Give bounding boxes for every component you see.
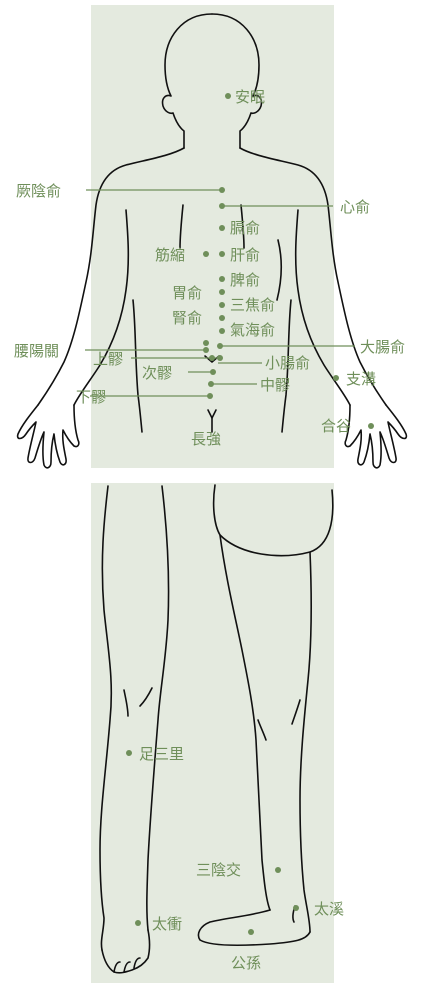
point-dot-ciliao	[210, 369, 216, 375]
label-zusanli: 足三里	[139, 745, 184, 763]
point-dot-taixi	[293, 905, 299, 911]
point-dot-jueyinshu	[219, 187, 225, 193]
label-changqiang: 長強	[191, 430, 221, 448]
point-dot-sanjiaoshu	[219, 302, 225, 308]
label-anmian: 安眠	[235, 88, 265, 106]
point-dot-weishu	[219, 289, 225, 295]
label-weishu: 胃俞	[172, 284, 202, 302]
label-qihaishu: 氣海俞	[230, 321, 275, 339]
point-dot-zhiguo	[333, 375, 339, 381]
point-dot-hegu	[368, 423, 374, 429]
point-dot-zhongliao	[208, 381, 214, 387]
label-zhongliao: 中髎	[260, 376, 290, 394]
label-hegu: 合谷	[321, 417, 351, 435]
label-xinshu: 心俞	[340, 198, 370, 216]
point-dot-dachangshu	[217, 343, 223, 349]
point-dot-yaoyangguan	[203, 347, 209, 353]
label-shangliao: 上髎	[93, 350, 123, 368]
label-yaoyangguan: 腰陽關	[14, 342, 59, 360]
point-dot-qihaishu	[219, 328, 225, 334]
label-shenshu: 腎俞	[172, 309, 202, 327]
point-dot-xialiao	[207, 393, 213, 399]
label-jinsuo: 筋縮	[155, 246, 185, 264]
label-pishu: 脾俞	[230, 271, 260, 289]
label-ganshu: 肝俞	[230, 246, 260, 264]
label-geshu: 膈俞	[230, 219, 260, 237]
label-sanyinjiao: 三陰交	[196, 861, 241, 879]
label-taichong: 太衝	[152, 915, 182, 933]
label-taixi: 太溪	[314, 900, 344, 918]
point-dot-gongsun	[248, 929, 254, 935]
point-dot-anmian	[225, 93, 231, 99]
label-dachangshu: 大腸俞	[360, 338, 405, 356]
label-xialiao: 下髎	[76, 388, 106, 406]
point-dot-shangliao	[209, 355, 215, 361]
point-dot-geshu	[219, 225, 225, 231]
point-dot-pishu	[219, 276, 225, 282]
label-ciliao: 次髎	[142, 364, 172, 382]
point-dot-xinshu	[219, 203, 225, 209]
point-dot-shenshu	[219, 315, 225, 321]
point-dot-taichong	[135, 920, 141, 926]
label-xiaochangshu: 小腸俞	[265, 354, 310, 372]
point-dot-xiaochangshu	[217, 355, 223, 361]
label-zhiguo: 支溝	[346, 370, 376, 388]
label-sanjiaoshu: 三焦俞	[230, 296, 275, 314]
point-dot-ganshu	[219, 251, 225, 257]
label-jueyinshu: 厥陰俞	[16, 182, 61, 200]
point-dot-sanyinjiao	[275, 867, 281, 873]
point-dot-yaoyangguan-a	[203, 340, 209, 346]
label-gongsun: 公孫	[231, 954, 261, 972]
point-dot-zusanli	[126, 750, 132, 756]
point-dot-jinsuo	[203, 251, 209, 257]
